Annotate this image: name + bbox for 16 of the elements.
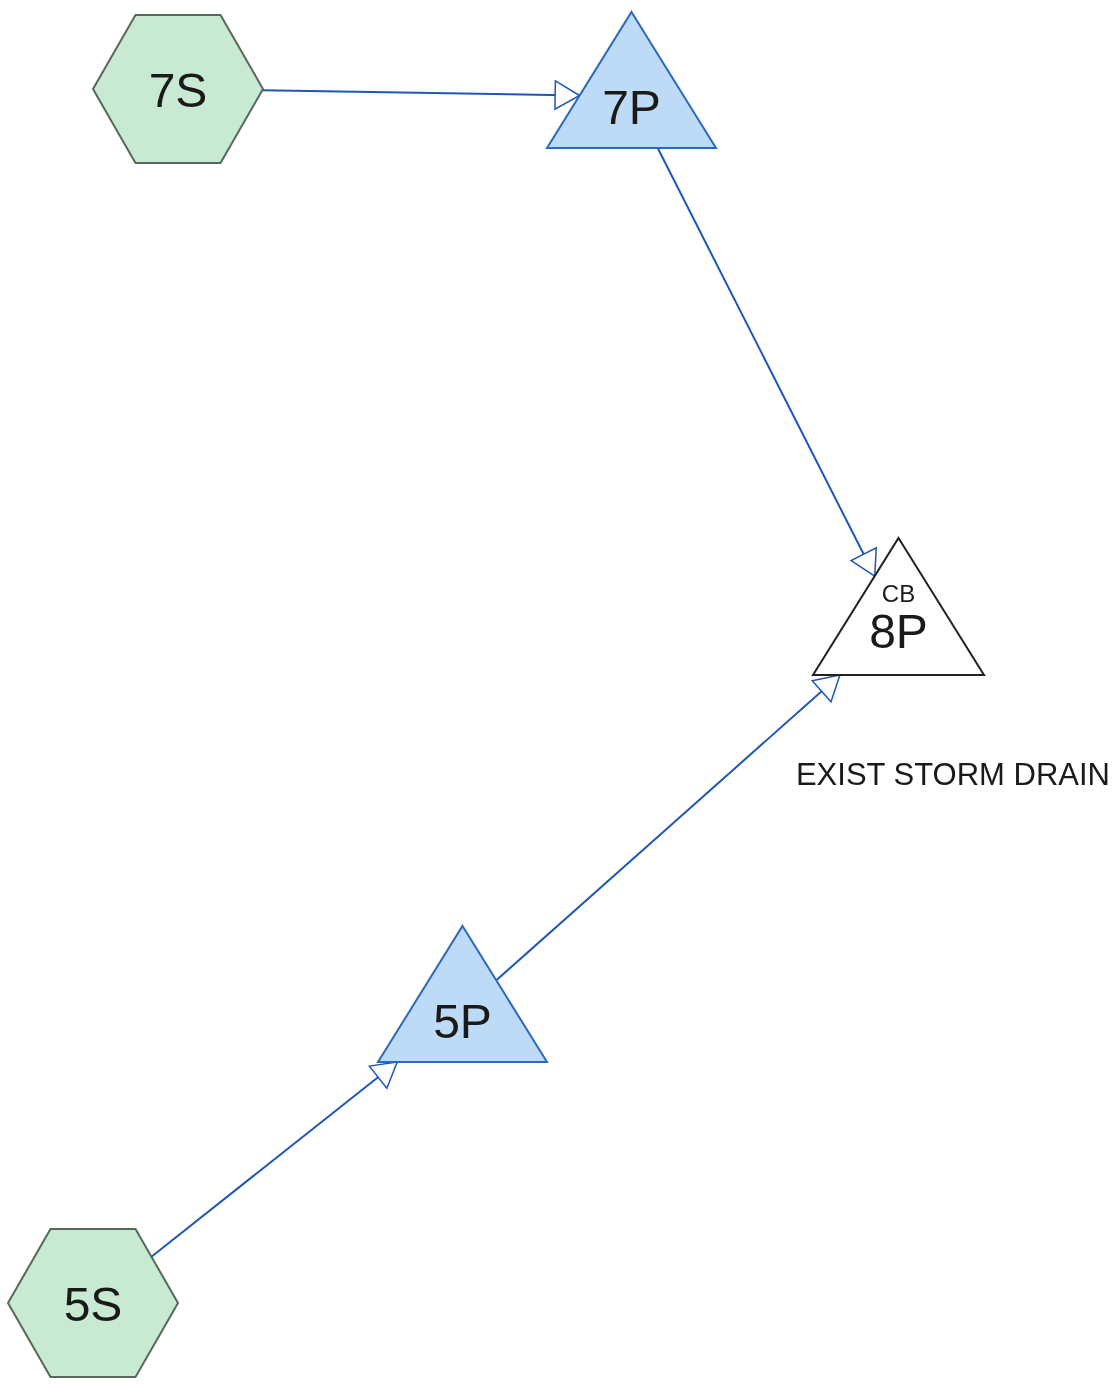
arrow — [656, 147, 877, 578]
node-label: 8P — [868, 608, 929, 656]
node-label: 5S — [62, 1281, 124, 1329]
arrow — [261, 80, 581, 110]
arrow — [495, 674, 841, 982]
hexagon-node — [93, 15, 263, 163]
node-label: 7P — [601, 84, 662, 132]
triangle-node — [813, 538, 984, 675]
node-label: 5P — [432, 998, 493, 1046]
node-caption: EXIST STORM DRAIN — [795, 759, 1110, 790]
node-label: 7S — [147, 67, 209, 115]
node-label: CB — [880, 582, 917, 606]
triangle-node — [378, 926, 547, 1062]
triangle-node — [547, 12, 716, 148]
hexagon-node — [8, 1229, 178, 1377]
arrow — [150, 1061, 399, 1258]
